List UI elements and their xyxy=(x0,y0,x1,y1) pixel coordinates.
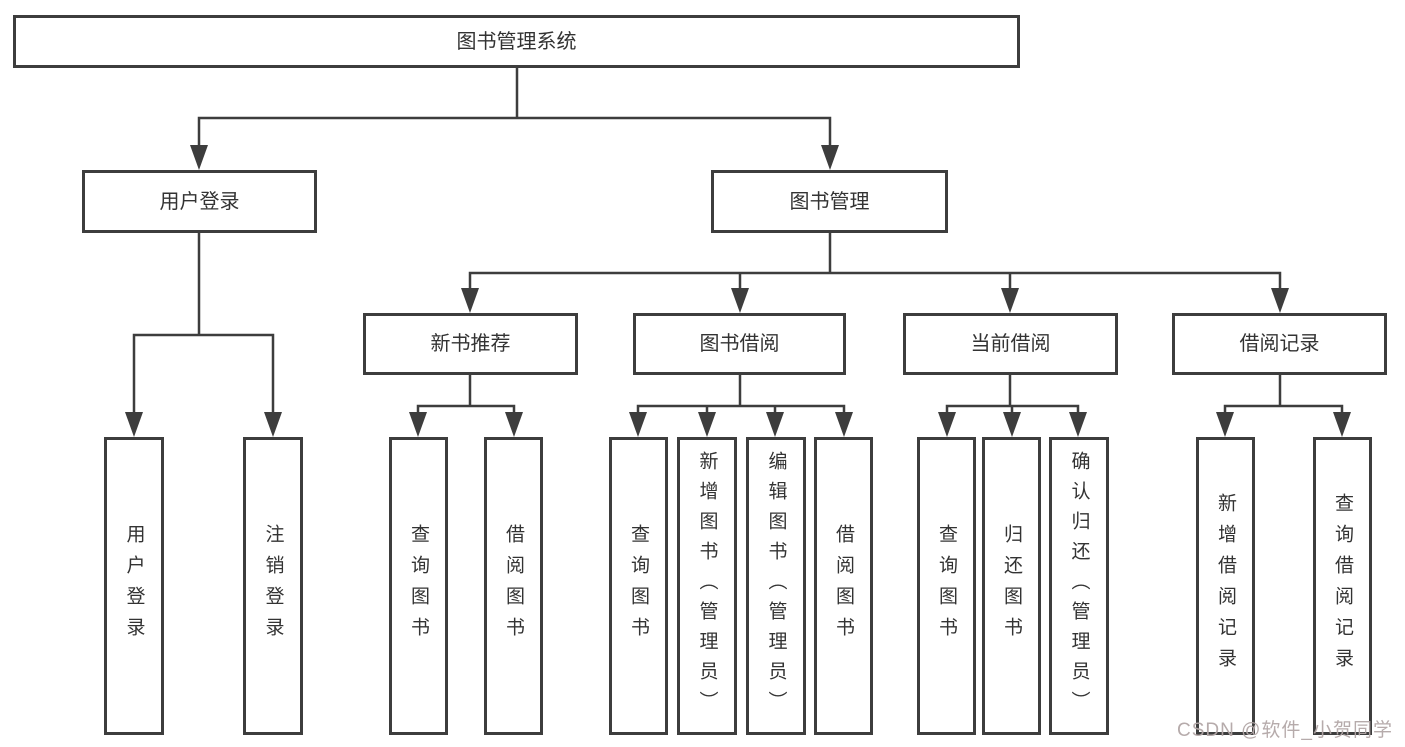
connector-user-login-to-leaves xyxy=(132,233,275,414)
leaf-query-books-2: 查询图书 xyxy=(609,437,668,735)
leaf-query-books-3: 查询图书 xyxy=(917,437,976,735)
leaf-add-borrow-record-label: 新增借阅记录 xyxy=(1215,493,1236,679)
leaf-query-borrow-record: 查询借阅记录 xyxy=(1313,437,1372,735)
node-new-book-recommend: 新书推荐 xyxy=(363,313,578,375)
connector-root-to-branches xyxy=(197,68,832,148)
node-user-login-label: 用户登录 xyxy=(159,190,240,213)
leaf-borrow-books-2: 借阅图书 xyxy=(814,437,873,735)
node-new-book-recommend-label: 新书推荐 xyxy=(430,333,511,355)
node-user-login: 用户登录 xyxy=(82,170,317,233)
leaf-edit-books-admin: 编辑图书（管理员） xyxy=(746,437,806,735)
connector-new-book-recommend-to-leaves xyxy=(416,375,516,416)
node-borrow-records: 借阅记录 xyxy=(1172,313,1387,375)
connector-borrow-records-to-leaves xyxy=(1223,375,1344,416)
node-current-borrow: 当前借阅 xyxy=(903,313,1118,375)
leaf-add-books-admin: 新增图书（管理员） xyxy=(677,437,737,735)
leaf-user-login: 用户登录 xyxy=(104,437,164,735)
connector-current-borrow-to-leaves xyxy=(945,375,1080,416)
leaf-return-books: 归还图书 xyxy=(982,437,1041,735)
leaf-logout-label: 注销登录 xyxy=(262,524,284,648)
leaf-confirm-return-admin: 确认归还（管理员） xyxy=(1049,437,1109,735)
csdn-watermark: CSDN @软件_小贺同学 xyxy=(1177,720,1393,741)
leaf-borrow-books-1-label: 借阅图书 xyxy=(503,524,524,648)
node-book-borrow-label: 图书借阅 xyxy=(699,333,780,355)
leaf-confirm-return-admin-label: 确认归还（管理员） xyxy=(1068,451,1090,721)
leaf-edit-books-admin-label: 编辑图书（管理员） xyxy=(765,451,787,721)
leaf-add-borrow-record: 新增借阅记录 xyxy=(1196,437,1255,735)
node-book-borrow: 图书借阅 xyxy=(633,313,846,375)
arrowheads xyxy=(125,145,1351,437)
leaf-borrow-books-2-label: 借阅图书 xyxy=(833,524,854,648)
node-root: 图书管理系统 xyxy=(13,15,1020,68)
leaf-borrow-books-1: 借阅图书 xyxy=(484,437,543,735)
leaf-logout: 注销登录 xyxy=(243,437,303,735)
node-root-label: 图书管理系统 xyxy=(456,30,577,53)
leaf-add-books-admin-label: 新增图书（管理员） xyxy=(696,451,718,721)
leaf-return-books-label: 归还图书 xyxy=(1001,524,1022,648)
node-current-borrow-label: 当前借阅 xyxy=(970,333,1051,355)
leaf-query-books-1-label: 查询图书 xyxy=(408,524,429,648)
node-book-management-label: 图书管理 xyxy=(789,190,870,213)
leaf-query-books-2-label: 查询图书 xyxy=(628,524,649,648)
leaf-user-login-label: 用户登录 xyxy=(123,524,145,648)
connector-book-management-to-groups xyxy=(468,233,1282,290)
leaf-query-books-3-label: 查询图书 xyxy=(936,524,957,648)
node-borrow-records-label: 借阅记录 xyxy=(1239,333,1320,355)
node-book-management: 图书管理 xyxy=(711,170,948,233)
leaf-query-borrow-record-label: 查询借阅记录 xyxy=(1332,493,1353,679)
leaf-query-books-1: 查询图书 xyxy=(389,437,448,735)
connector-book-borrow-to-leaves xyxy=(636,375,846,416)
